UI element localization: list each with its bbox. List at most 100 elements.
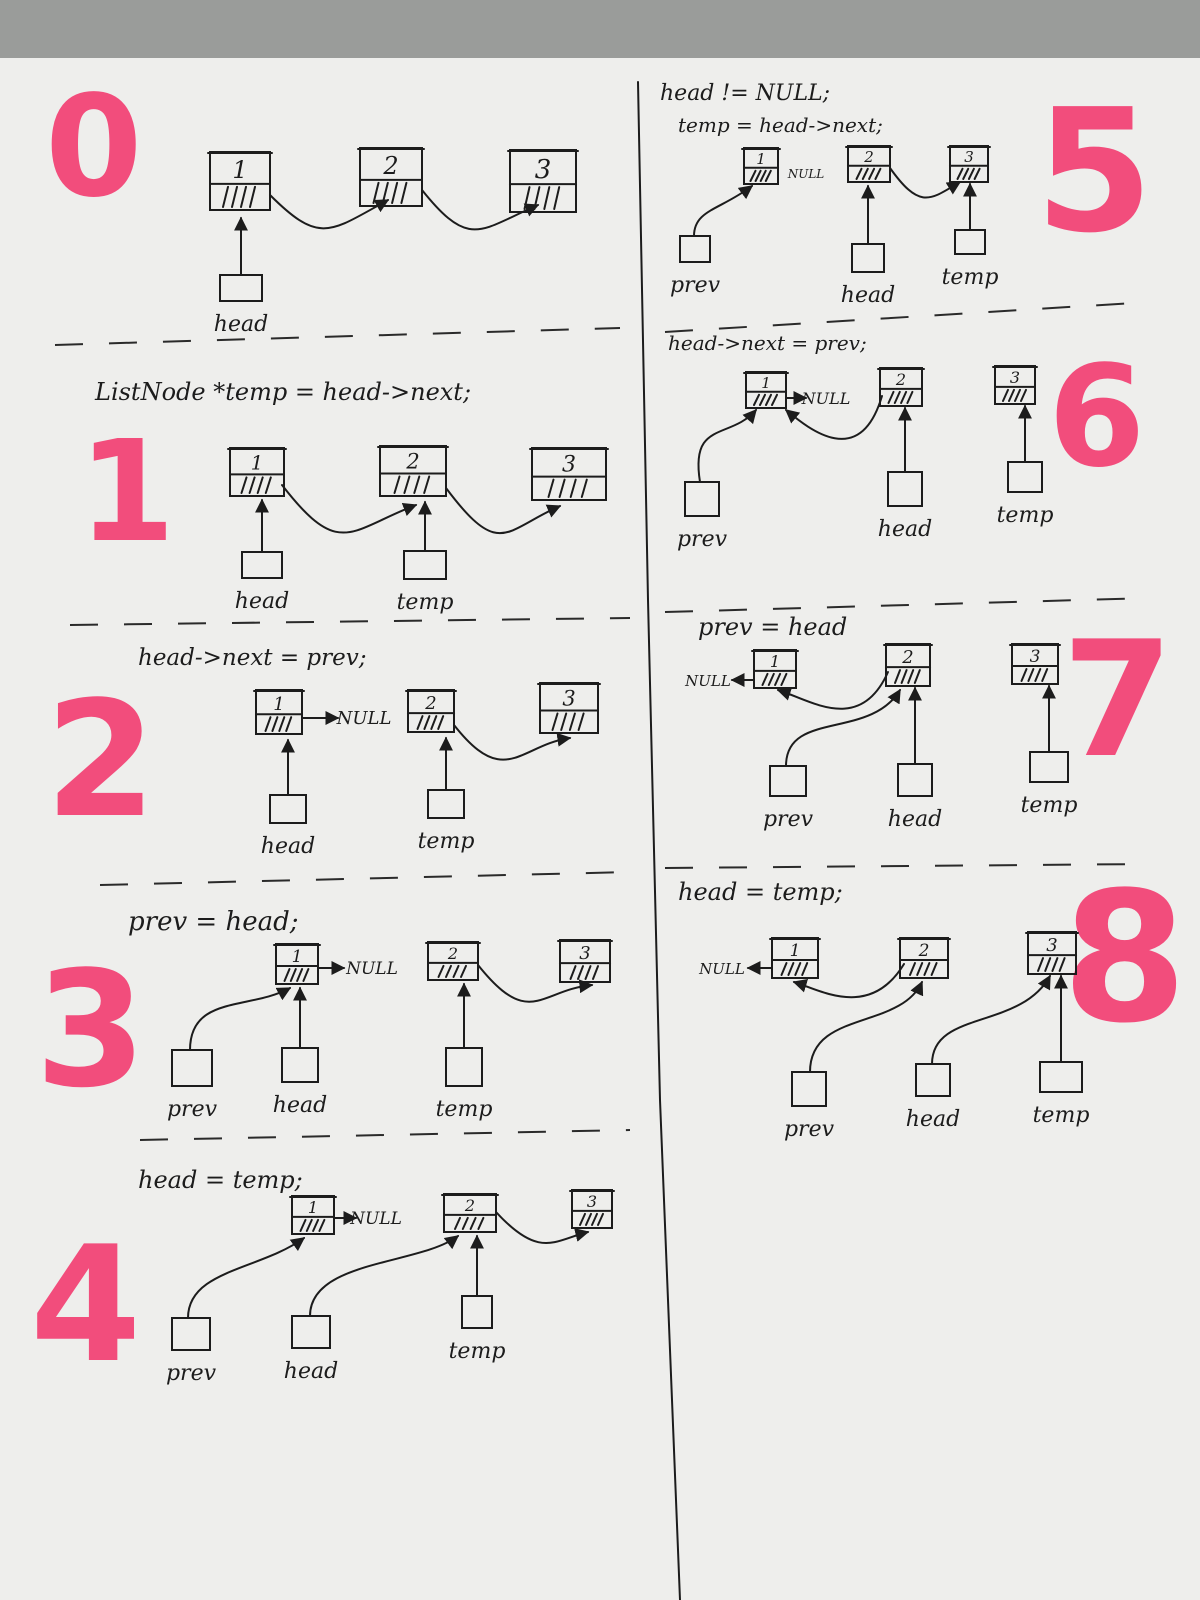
link-arrow: [697, 408, 757, 483]
null-label: NULL: [349, 1209, 402, 1229]
node-next-hatch: [1037, 957, 1066, 972]
separator: [664, 597, 1151, 613]
node-value: 2: [863, 148, 874, 166]
step-number: 2: [45, 666, 156, 853]
pointer-box: [171, 1317, 211, 1351]
pointer-box: [887, 471, 923, 507]
node-value: 3: [587, 1192, 597, 1211]
node-next-hatch: [579, 1212, 604, 1226]
link-arrow: [309, 1235, 460, 1317]
pointer-label-prev: prev: [670, 273, 721, 298]
node-value: 2: [464, 1196, 475, 1215]
link-arrow: [477, 964, 594, 1003]
node-next-hatch: [753, 393, 778, 406]
node-next-hatch: [551, 712, 585, 731]
node-next-hatch: [454, 1216, 485, 1230]
pointer-label-temp: temp: [449, 1339, 506, 1364]
null-label: NULL: [698, 960, 745, 978]
step-number: 1: [78, 411, 175, 574]
pointer-label-head: head: [841, 283, 895, 308]
step-number: 5: [1035, 73, 1153, 271]
pointer-label-head: head: [906, 1107, 960, 1132]
link-arrow: [693, 185, 754, 237]
node-next-hatch: [240, 476, 272, 494]
separator: [139, 1129, 631, 1141]
link-arrow: [281, 484, 418, 534]
node-value: 2: [424, 693, 436, 714]
pointer-box: [445, 1047, 483, 1087]
separator: [664, 863, 1151, 869]
pointer-label-head: head: [235, 589, 289, 614]
node-value: 1: [273, 694, 284, 715]
node-next-hatch: [283, 968, 310, 982]
link-arrow: [792, 963, 905, 999]
node-next-hatch: [855, 167, 882, 180]
node-value: 3: [1010, 368, 1020, 387]
node-value: 1: [292, 947, 303, 967]
step-number: 8: [1062, 854, 1187, 1063]
link-arrow: [785, 688, 901, 767]
node-next-hatch: [299, 1218, 326, 1232]
node-value: 1: [232, 156, 247, 184]
paper-sheet: [0, 58, 1200, 1600]
node-next-hatch: [222, 185, 256, 208]
pointer-box: [897, 763, 933, 797]
link-arrow: [495, 1211, 590, 1244]
node-value: 3: [535, 155, 552, 185]
node-value: 3: [1030, 647, 1041, 667]
link-arrow: [187, 1237, 306, 1319]
code-line: head != NULL;: [660, 81, 830, 106]
link-arrow: [784, 395, 883, 440]
separator: [69, 617, 631, 626]
node-next-hatch: [264, 716, 293, 732]
node-value: 1: [756, 150, 766, 168]
node-next-hatch: [894, 669, 921, 684]
pointer-label-temp: temp: [397, 590, 454, 615]
pointer-box: [684, 481, 720, 517]
node-next-hatch: [749, 169, 772, 182]
node-value: 2: [901, 647, 913, 668]
pointer-box: [954, 229, 986, 255]
node-value: 3: [562, 452, 576, 477]
pointer-label-prev: prev: [166, 1361, 217, 1386]
pointer-label-head: head: [888, 807, 942, 832]
link-arrow: [776, 671, 889, 710]
pointer-label-prev: prev: [784, 1117, 835, 1142]
node-next-hatch: [909, 962, 938, 976]
pointer-box: [851, 243, 885, 273]
pointer-box: [915, 1063, 951, 1097]
pointer-box: [281, 1047, 319, 1083]
node-next-hatch: [547, 478, 588, 498]
code-line: head->next = prev;: [138, 645, 367, 671]
pointer-box: [291, 1315, 331, 1349]
step-number: 0: [45, 66, 142, 229]
null-label: NULL: [345, 959, 398, 979]
step-number: 7: [1062, 606, 1173, 793]
pointer-label-head: head: [273, 1093, 327, 1118]
pointer-label-temp: temp: [436, 1097, 493, 1122]
node-value: 3: [579, 943, 590, 964]
pointer-box: [427, 789, 465, 819]
node-value: 2: [918, 941, 930, 961]
node-next-hatch: [437, 964, 467, 978]
node-value: 3: [964, 148, 974, 166]
link-arrow: [931, 974, 1051, 1065]
pointer-label-temp: temp: [997, 503, 1054, 528]
node-next-hatch: [956, 167, 981, 180]
pointer-label-prev: prev: [167, 1097, 218, 1122]
pointer-label-head: head: [878, 517, 932, 542]
pointer-label-head: head: [284, 1359, 338, 1384]
node-next-hatch: [887, 390, 914, 404]
code-line: prev = head: [698, 613, 847, 641]
pointer-box: [219, 274, 263, 302]
node-next-hatch: [569, 965, 599, 980]
node-value: 2: [447, 944, 458, 963]
separator: [99, 871, 631, 886]
pointer-box: [403, 550, 447, 580]
pointer-label-prev: prev: [763, 807, 814, 832]
separator: [54, 327, 621, 346]
node-next-hatch: [761, 672, 788, 686]
node-next-hatch: [372, 181, 408, 204]
pointer-box: [679, 235, 711, 263]
